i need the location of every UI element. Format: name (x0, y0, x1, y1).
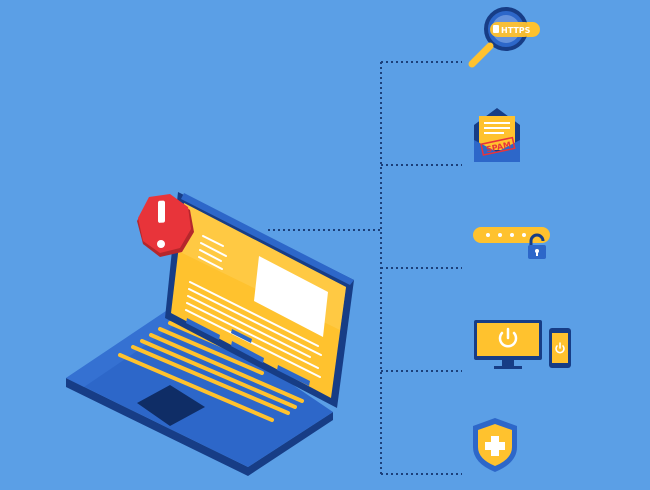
warning-octagon-icon (137, 194, 194, 257)
https-label: HTTPS (501, 26, 531, 35)
magnifier-https-icon: HTTPS (468, 7, 540, 68)
keyboard (118, 321, 304, 422)
touchpad (137, 385, 205, 426)
screen-image-panel (254, 256, 328, 337)
password-lock-icon (473, 227, 550, 259)
laptop (66, 192, 354, 476)
connector-lines (268, 61, 462, 475)
monitor-phone-power-icon (474, 320, 571, 369)
shield-plus-icon (473, 418, 517, 472)
spam-envelope-icon: SPAM (474, 108, 520, 162)
